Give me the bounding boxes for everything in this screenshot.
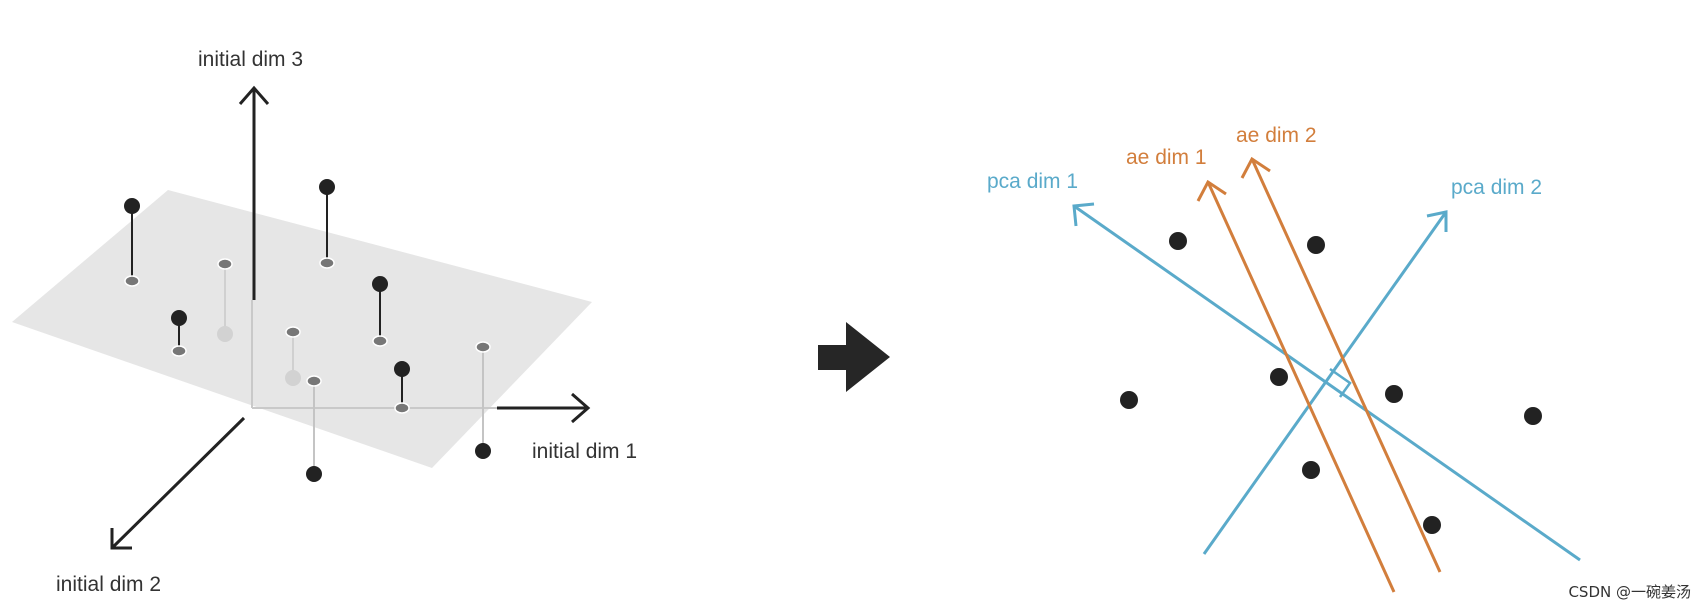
projection-plane <box>12 190 592 468</box>
data-point-hidden <box>285 370 301 386</box>
watermark-text: CSDN @一碗姜汤 <box>1568 583 1691 601</box>
reduced-space-diagram: pca dim 1 pca dim 2 ae dim 1 ae dim 2 <box>987 124 1581 593</box>
data-point <box>1270 368 1288 386</box>
point-shadow <box>394 402 410 414</box>
data-point <box>306 466 322 482</box>
point-shadow <box>124 275 140 287</box>
data-point <box>372 276 388 292</box>
ae-dim2-line <box>1250 158 1442 573</box>
point-shadow <box>171 345 187 357</box>
point-shadow <box>475 341 491 353</box>
pca-dim2-arrowhead <box>1426 210 1448 232</box>
label-initial-dim-1: initial dim 1 <box>532 440 637 463</box>
data-point-hidden <box>217 326 233 342</box>
data-point <box>1307 236 1325 254</box>
point-shadow <box>372 335 388 347</box>
point-shadow <box>285 326 301 338</box>
point-shadow <box>217 258 233 270</box>
label-ae-dim-2: ae dim 2 <box>1236 124 1317 147</box>
label-initial-dim-3: initial dim 3 <box>198 48 303 71</box>
label-pca-dim-2: pca dim 2 <box>1451 176 1542 199</box>
data-point <box>1169 232 1187 250</box>
data-point <box>124 198 140 214</box>
ae-dim2-arrowhead <box>1240 156 1271 179</box>
label-ae-dim-1: ae dim 1 <box>1126 146 1207 169</box>
data-point <box>319 179 335 195</box>
ae-dim1-arrowhead <box>1196 179 1227 202</box>
pca-dim1-arrowhead <box>1072 202 1095 227</box>
ae-dim1-line <box>1206 181 1396 593</box>
axis-dim3-arrowhead <box>238 85 270 105</box>
point-group-above <box>124 179 410 414</box>
label-pca-dim-1: pca dim 1 <box>987 170 1078 193</box>
label-initial-dim-2: initial dim 2 <box>56 573 161 596</box>
data-point <box>1423 516 1441 534</box>
point-group-below <box>217 258 491 482</box>
point-shadow <box>306 375 322 387</box>
data-point <box>394 361 410 377</box>
reduced-points <box>1120 232 1542 534</box>
axis-dim1-arrowhead <box>571 392 591 424</box>
point-shadow <box>319 257 335 269</box>
axis-dim2 <box>110 416 246 550</box>
data-point <box>1385 385 1403 403</box>
initial-space-diagram: initial dim 3 initial dim 1 initial dim … <box>12 48 637 596</box>
axis-dim2-arrowhead <box>110 528 132 550</box>
data-point <box>1524 407 1542 425</box>
data-point <box>171 310 187 326</box>
data-point <box>1120 391 1138 409</box>
data-point <box>1302 461 1320 479</box>
pca-dim1-line <box>1073 204 1581 562</box>
right-arrow-icon <box>818 322 890 392</box>
data-point <box>475 443 491 459</box>
right-angle-marker <box>1329 367 1352 398</box>
pca-dim2-line <box>1202 211 1448 555</box>
